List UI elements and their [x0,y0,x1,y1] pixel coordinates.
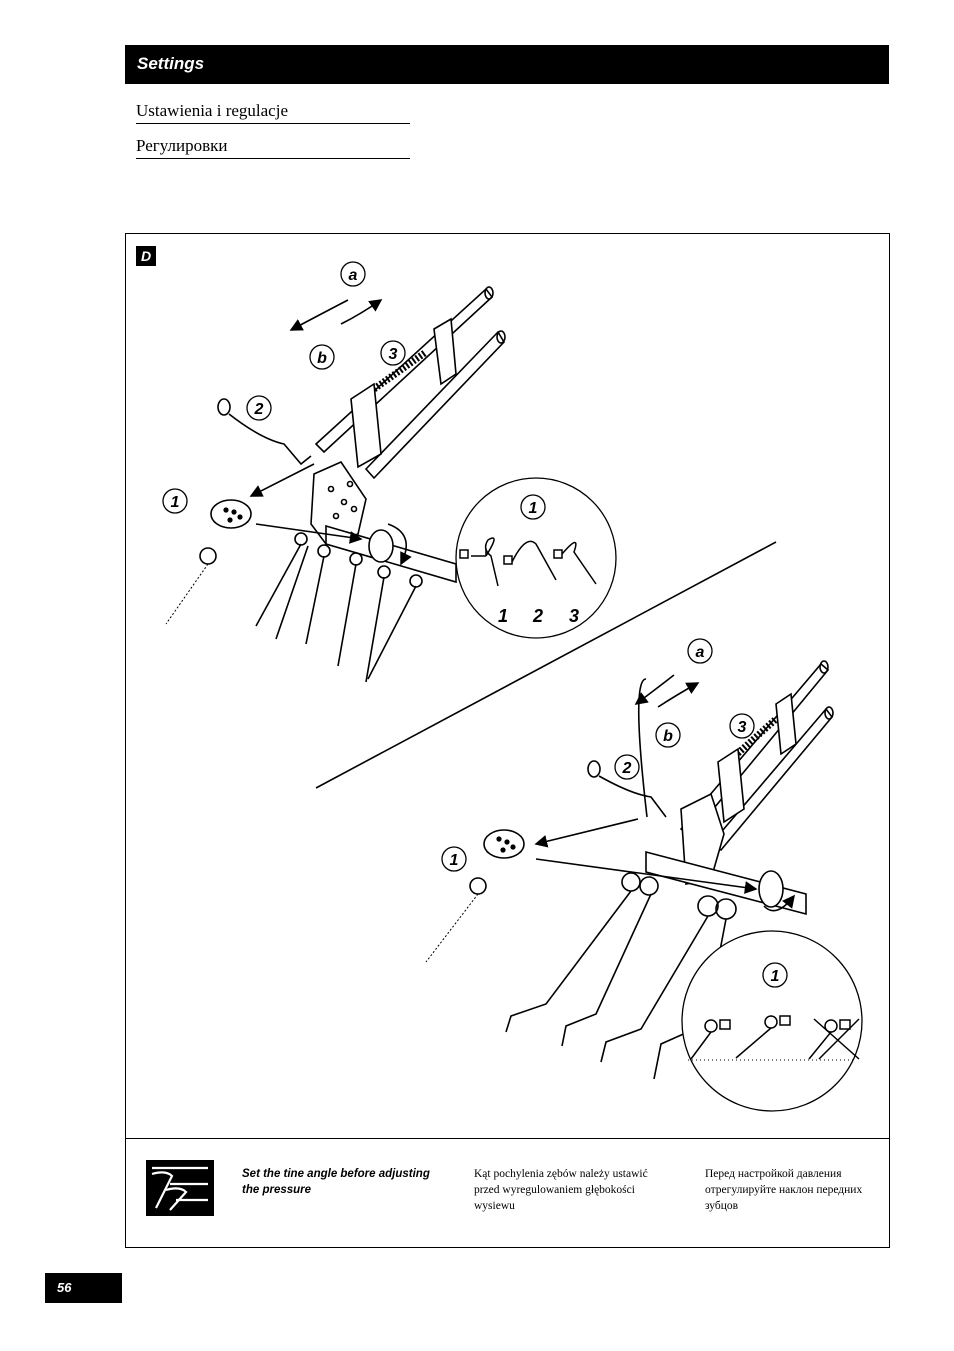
svg-text:1: 1 [171,494,180,511]
svg-text:1: 1 [771,968,780,985]
subtitle-polish: Ustawienia i regulacje [136,101,410,124]
svg-text:1: 1 [450,852,459,869]
page-number: 56 [45,1273,122,1303]
svg-text:3: 3 [738,719,747,736]
note-russian: Перед настройкой давления отрегулируйте … [705,1168,863,1212]
svg-text:2: 2 [622,760,632,777]
svg-text:2: 2 [254,401,264,418]
detail-circle-ground: 1 [681,930,863,1112]
lower-assembly-drawing [425,660,834,1080]
callout-b-lower: b [655,722,681,748]
position-label-2: 2 [532,606,543,626]
section-header: Settings [125,45,889,84]
svg-text:a: a [696,644,705,661]
callout-1-ground: 1 [762,962,788,988]
svg-text:b: b [317,350,327,367]
detail-circle-positions: 1 1 2 3 [455,477,617,639]
svg-text:b: b [663,728,673,745]
figure-label: D [136,246,156,266]
callout-a: a [340,261,366,287]
tine-adjustment-illustration: a b 3 2 1 [162,261,863,1112]
note-polish: Kąt pochylenia zębów należy ustawić prze… [474,1168,648,1212]
svg-text:1: 1 [529,500,538,517]
upper-callouts: a b 3 2 1 [162,261,406,514]
lower-callouts: a b 3 2 1 [441,638,755,872]
note-divider [126,1138,889,1139]
callout-b: b [309,344,335,370]
upper-assembly-drawing [165,286,506,683]
callout-1: 1 [162,488,188,514]
section-title: Settings [137,54,205,73]
callout-1-detail: 1 [520,494,546,520]
note-english: Set the tine angle before adjusting the … [242,1168,430,1196]
callout-a-lower: a [687,638,713,664]
callout-1-lower: 1 [441,846,467,872]
callout-3-lower: 3 [729,713,755,739]
diagonal-divider [315,541,777,789]
position-label-3: 3 [569,606,579,626]
callout-2: 2 [246,395,272,421]
position-label-1: 1 [498,606,508,626]
svg-text:a: a [349,267,358,284]
illustration-panel: a b 3 2 1 [125,233,890,1248]
svg-text:3: 3 [389,346,398,363]
callout-2-lower: 2 [614,754,640,780]
tine-adjustment-icon [146,1160,214,1216]
callout-3: 3 [380,340,406,366]
subtitle-russian: Регулировки [136,136,410,159]
